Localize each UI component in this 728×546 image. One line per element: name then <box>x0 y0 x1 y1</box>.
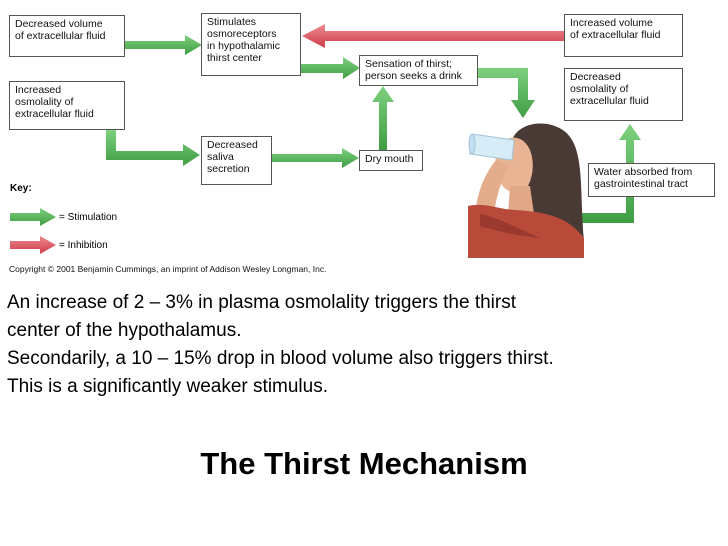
drinking-person-illustration <box>468 123 584 258</box>
key-inhibition-arrow <box>10 236 56 254</box>
arrow-volume-to-osmoreceptors <box>125 35 202 55</box>
arrow-sensation-to-drink <box>478 68 535 118</box>
key-title: Key: <box>10 183 32 194</box>
body-text-line-2: center of the hypothalamus. <box>7 320 242 341</box>
stimulation-arrows <box>106 35 641 223</box>
box-increased-osmolality: Increased osmolality of extracellular fl… <box>9 81 125 130</box>
box-stimulates-osmoreceptors: Stimulates osmoreceptors in hypothalamic… <box>201 13 301 76</box>
body-text-line-3: Secondarily, a 10 – 15% drop in blood vo… <box>7 348 554 369</box>
body-text-line-1: An increase of 2 – 3% in plasma osmolali… <box>7 292 517 313</box>
key-inhibition-label: = Inhibition <box>59 240 108 251</box>
key-stimulation-label: = Stimulation <box>59 212 118 223</box>
arrow-osmoreceptors-to-sensation <box>248 57 360 79</box>
arrow-water-to-osmolality <box>582 124 641 223</box>
thirst-diagram <box>10 24 641 258</box>
arrow-saliva-to-drymouth <box>272 148 359 168</box>
arrow-drymouth-to-sensation <box>372 86 394 150</box>
arrow-inhibition-volume-to-osmoreceptors <box>302 24 564 48</box>
box-decreased-osmolality: Decreased osmolality of extracellular fl… <box>564 68 683 121</box>
box-dry-mouth: Dry mouth <box>359 150 423 171</box>
box-increased-volume: Increased volume of extracellular fluid <box>564 14 683 57</box>
slide-title: The Thirst Mechanism <box>200 446 528 481</box>
copyright-notice: Copyright © 2001 Benjamin Cummings, an i… <box>9 264 327 274</box>
box-sensation-of-thirst: Sensation of thirst; person seeks a drin… <box>359 55 478 86</box>
key-stimulation-arrow <box>10 208 56 226</box>
body-text-line-4: This is a significantly weaker stimulus. <box>7 376 328 397</box>
box-decreased-volume: Decreased volume of extracellular fluid <box>9 15 125 57</box>
arrow-osmolality-to-saliva <box>106 130 200 166</box>
box-decreased-saliva: Decreased saliva secretion <box>201 136 272 185</box>
box-water-absorbed: Water absorbed from gastrointestinal tra… <box>588 163 715 197</box>
